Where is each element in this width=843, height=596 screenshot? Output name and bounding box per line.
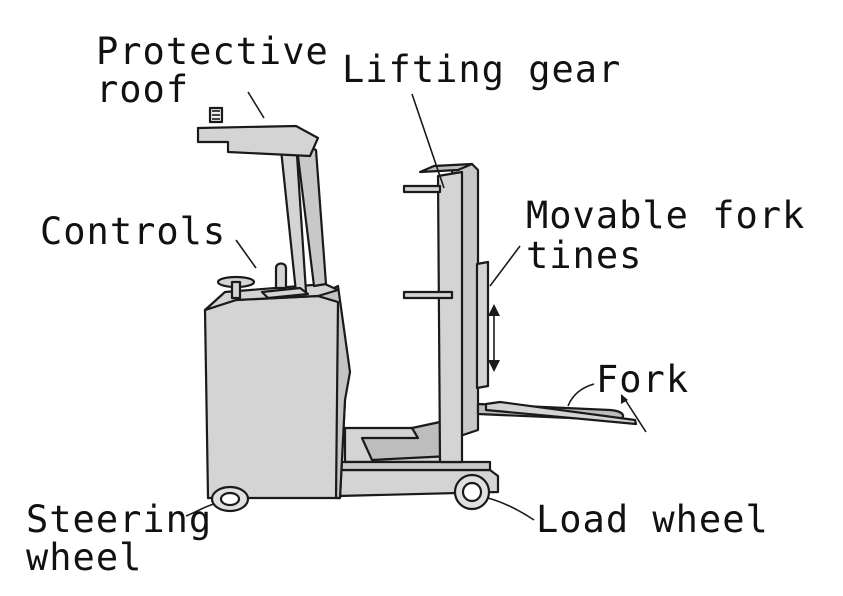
roof-canopy — [196, 124, 320, 158]
chassis-lower — [336, 460, 492, 472]
leader-controls — [235, 239, 257, 269]
label-steering-wheel-line2: wheel — [26, 536, 142, 579]
leader-load-wheel — [487, 497, 535, 521]
load-wheel-part — [453, 473, 491, 511]
mast-front — [436, 170, 464, 464]
mast-top — [418, 162, 474, 174]
leader-lifting-gear — [411, 93, 445, 189]
label-movable-fork-tines-line1: Movable fork — [526, 194, 805, 237]
fork-carriage — [475, 260, 490, 390]
label-movable-fork-tines-line2: tines — [526, 234, 642, 277]
label-protective-roof-line2: roof — [96, 68, 189, 111]
label-load-wheel: Load wheel — [536, 498, 769, 541]
leader-roof — [247, 91, 265, 119]
label-controls: Controls — [40, 210, 226, 253]
leader-lines — [185, 91, 595, 521]
steering-wheel-part — [210, 485, 250, 513]
leader-fork-tines — [489, 245, 521, 287]
main-body-side — [316, 284, 352, 500]
leader-fork — [567, 383, 595, 407]
label-lifting-gear: Lifting gear — [342, 48, 621, 91]
forklift-illustration — [196, 106, 647, 513]
label-fork: Fork — [596, 358, 689, 401]
label-steering-wheel-line1: Steering — [26, 498, 212, 541]
main-body — [203, 294, 347, 500]
leader-steering — [185, 503, 215, 517]
control-lever — [274, 262, 288, 290]
label-protective-roof-line1: Protective — [96, 30, 329, 73]
